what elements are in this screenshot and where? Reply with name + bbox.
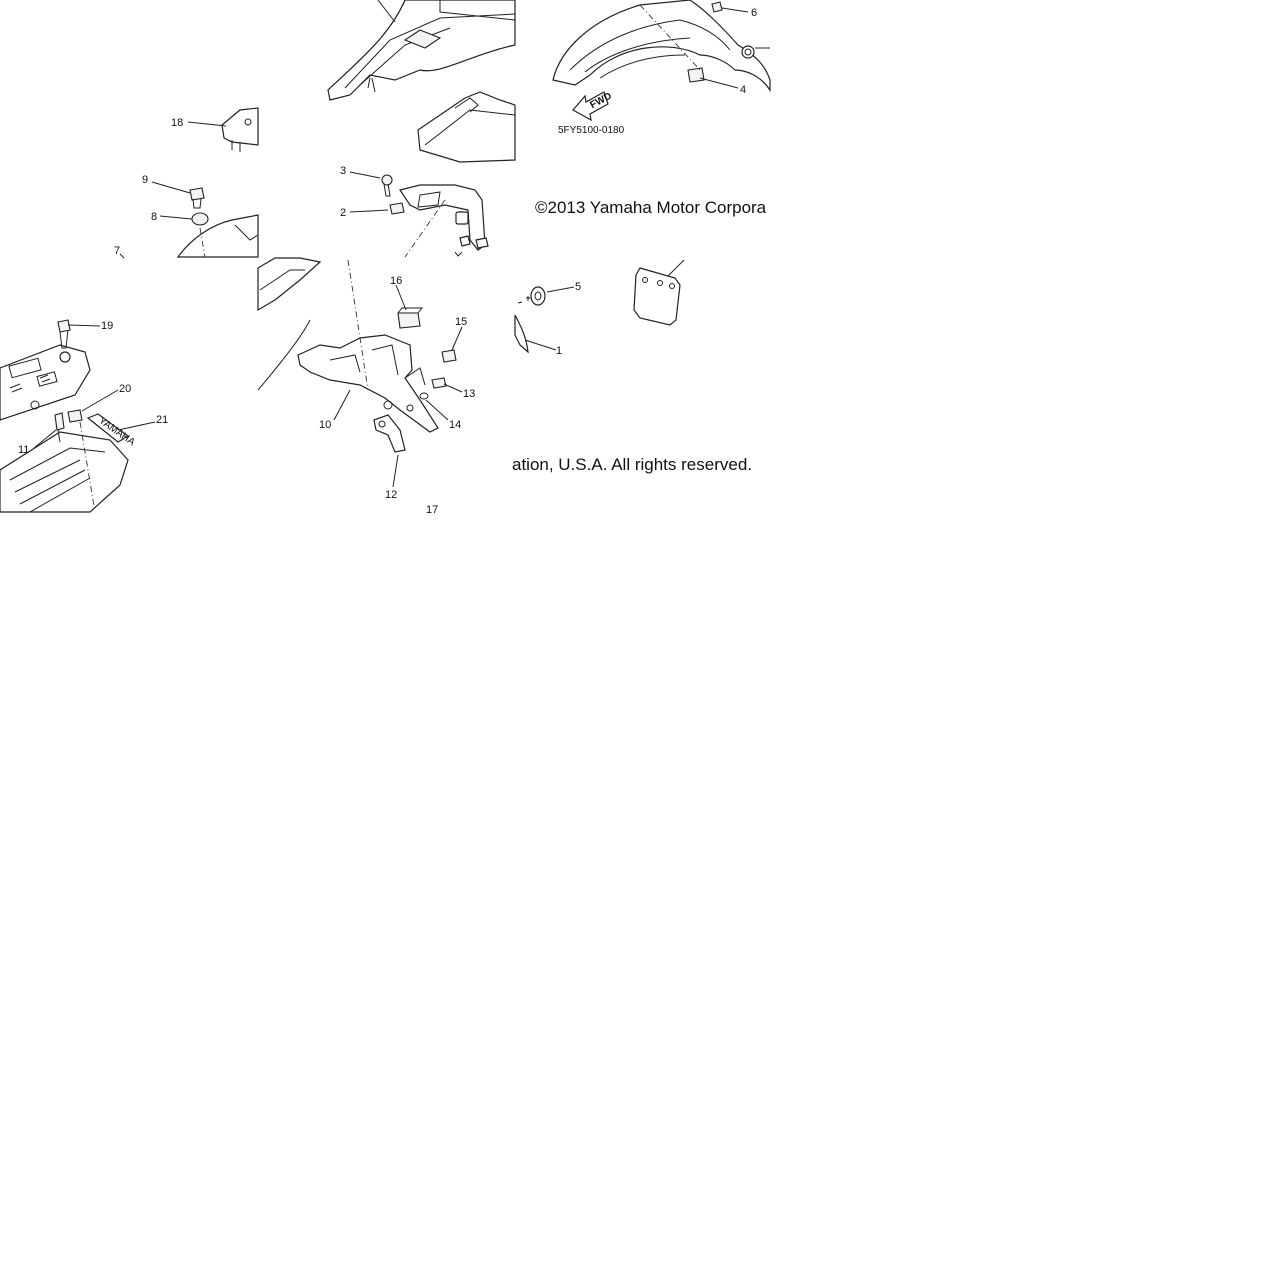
callout-2: 2 [340, 207, 346, 219]
bracket-assembly [381, 174, 489, 257]
copyright-line-2: ation, U.S.A. All rights reserved. [512, 455, 752, 474]
callout-8: 8 [151, 211, 157, 223]
rear-fender-drawing [327, 0, 516, 163]
callout-11: 11 [18, 444, 29, 456]
callout-19: 19 [101, 320, 113, 332]
callout-7: 7 [114, 245, 120, 257]
callout-12: 12 [385, 489, 397, 501]
callout-14: 14 [449, 419, 461, 431]
fwd-arrow: FWD [572, 91, 614, 122]
callout-4: 4 [740, 84, 746, 96]
callout-1: 1 [556, 345, 562, 357]
callout-17: 17 [426, 504, 438, 516]
plate-and-grommet-drawing [514, 267, 681, 354]
callout-3: 3 [340, 165, 346, 177]
rear-carrier-drawing: YAMAHA [0, 319, 137, 513]
part-code: 5FY5100-0180 [558, 125, 625, 136]
seat-panel-drawing [176, 107, 259, 258]
callout-21: 21 [156, 414, 168, 426]
copyright-line-1: ©2013 Yamaha Motor Corpora [535, 198, 767, 217]
callout-6: 6 [751, 7, 757, 19]
callout-10: 10 [319, 419, 331, 431]
callout-9: 9 [142, 174, 148, 186]
leader-top [377, 0, 396, 23]
callout-20: 20 [119, 383, 131, 395]
callout-18: 18 [171, 117, 183, 129]
callout-16: 16 [390, 275, 402, 287]
callout-5: 5 [575, 281, 581, 293]
callout-15: 15 [455, 316, 467, 328]
callout-13: 13 [463, 388, 475, 400]
front-fender-drawing [552, 0, 771, 92]
license-bracket-drawing [257, 257, 457, 453]
